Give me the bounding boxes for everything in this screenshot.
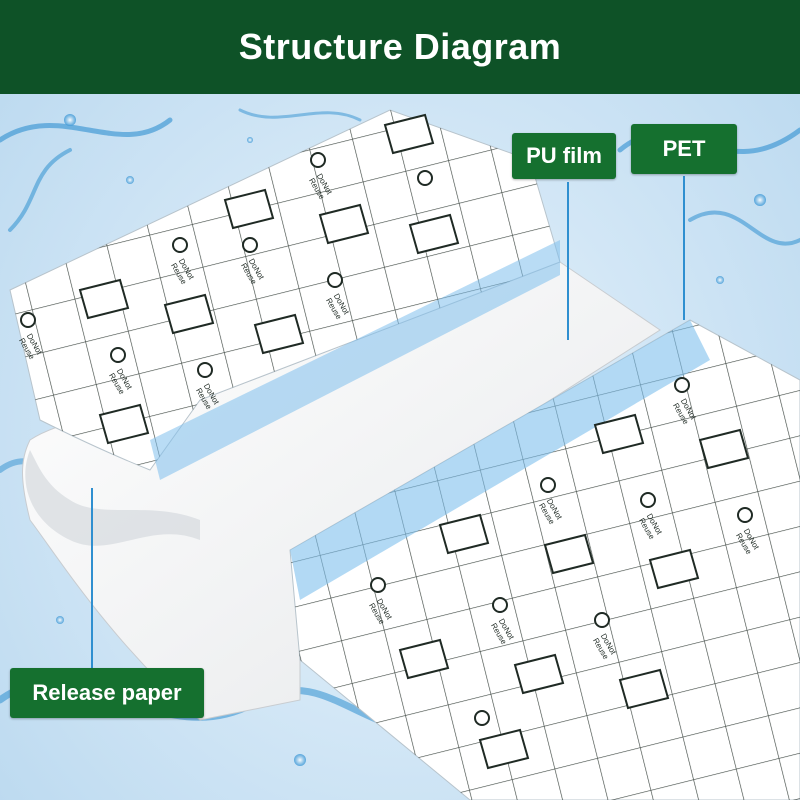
pu-film-label: PU film [512, 133, 616, 179]
pet-label: PET [631, 124, 737, 174]
title-banner: Structure Diagram [0, 0, 800, 94]
release-paper-label: Release paper [10, 668, 204, 718]
page-title: Structure Diagram [239, 26, 562, 68]
